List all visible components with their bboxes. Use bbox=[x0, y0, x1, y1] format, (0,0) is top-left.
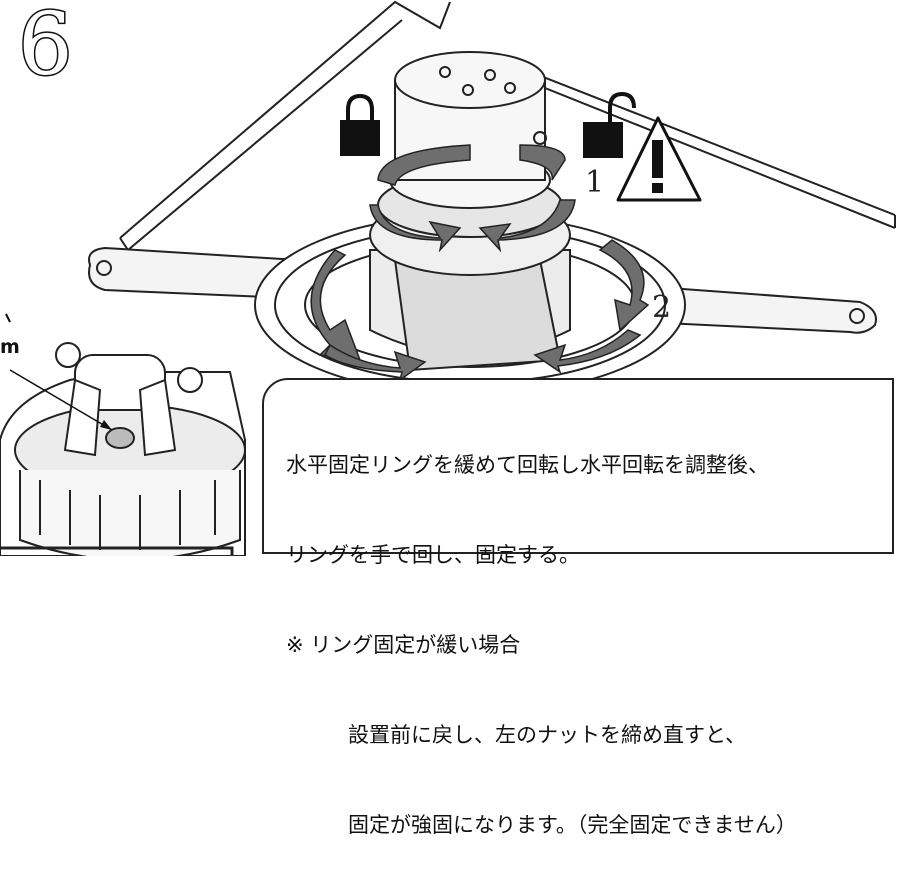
arrow-label-2: 2 bbox=[652, 290, 672, 325]
instruction-line-5: 固定が強固になります。（完全固定できません） bbox=[348, 813, 797, 837]
mount-head bbox=[369, 51, 571, 372]
inset-detail-view bbox=[0, 342, 246, 556]
instruction-callout: 水平固定リングを緩めて回転し水平回転を調整後、 リングを手で回し、固定する。 ※… bbox=[262, 378, 894, 837]
rotation-arrow-ring-2 bbox=[310, 239, 650, 382]
padlock-locked-icon bbox=[340, 93, 380, 156]
step-number: 6 bbox=[17, 0, 75, 95]
instruction-line-3: ※ リング固定が緩い場合 bbox=[286, 633, 521, 657]
instruction-line-4: 設置前に戻し、左のナットを締め直すと、 bbox=[348, 723, 747, 747]
warning-exclamation-icon bbox=[616, 116, 702, 202]
instruction-line-1: 水平固定リングを緩めて回転し水平回転を調整後、 bbox=[286, 453, 769, 477]
nut-leader-line bbox=[5, 313, 113, 431]
ceiling-plate bbox=[119, 0, 896, 252]
mount-illustration bbox=[0, 0, 896, 556]
rotation-arrow-ring-1 bbox=[369, 144, 576, 253]
padlock-unlocked-icon bbox=[583, 91, 636, 158]
cut-off-unit-label: m bbox=[0, 336, 20, 358]
arrow-label-1: 1 bbox=[585, 165, 605, 200]
instruction-line-2: リングを手で回し、固定する。 bbox=[286, 543, 580, 567]
